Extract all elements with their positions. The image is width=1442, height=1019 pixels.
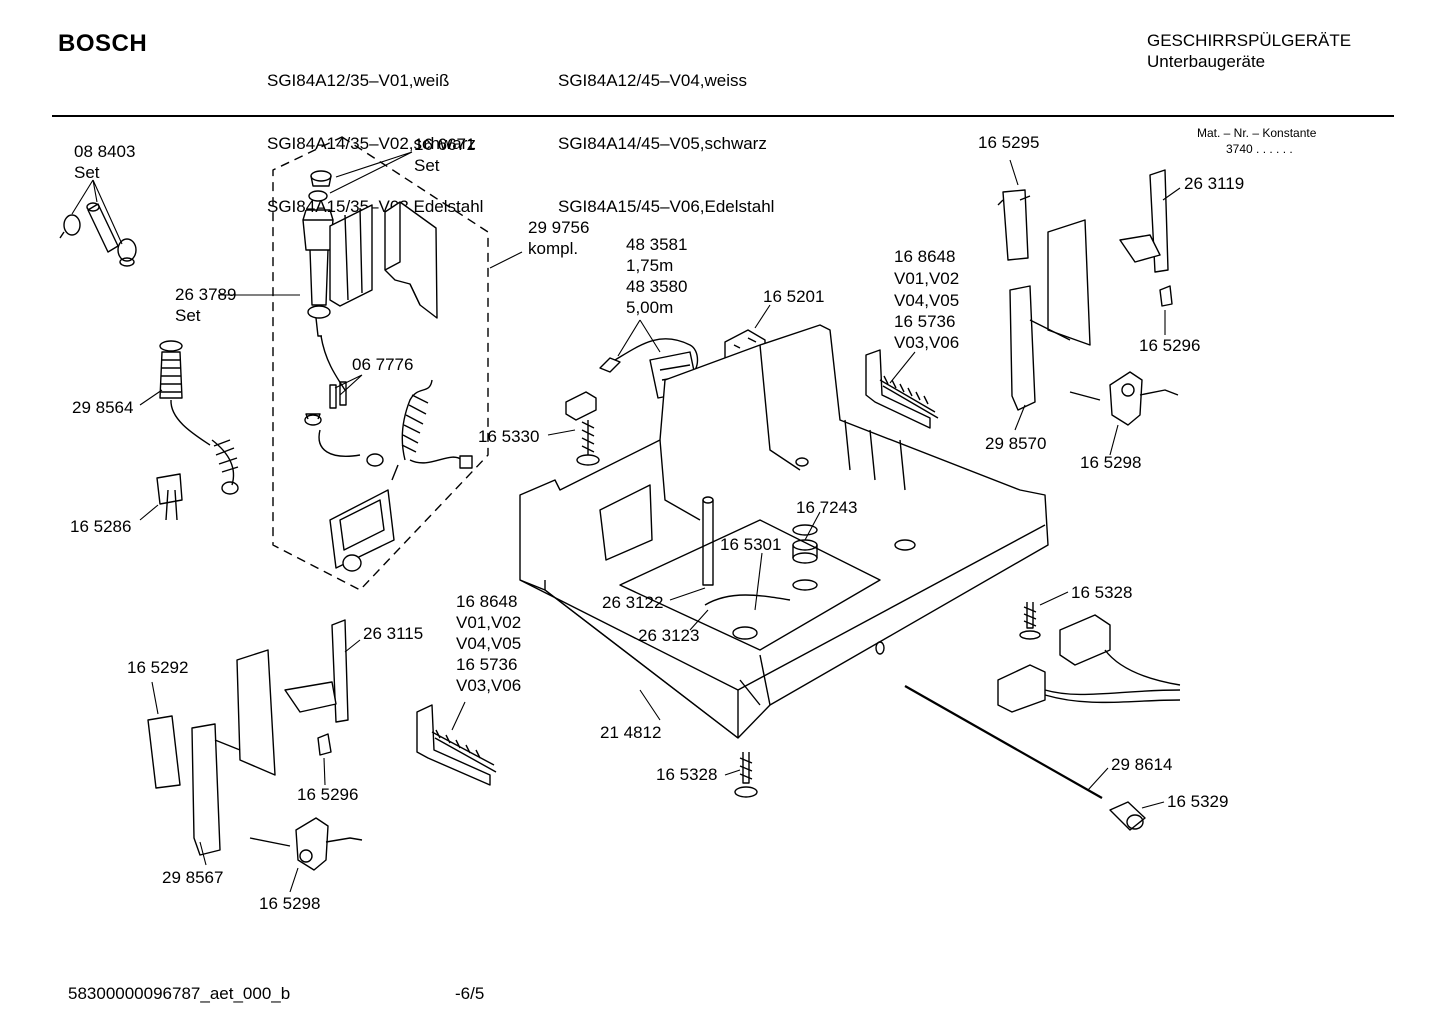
label-298570: 29 8570 <box>985 434 1046 453</box>
material-label: Mat. – Nr. – Konstante <box>1197 126 1317 140</box>
category-block: GESCHIRRSPÜLGERÄTE Unterbaugeräte <box>1147 30 1351 72</box>
label-263123: 26 3123 <box>638 626 699 645</box>
label-067776: 06 7776 <box>352 355 413 374</box>
leader-lines <box>71 151 1181 893</box>
clip-part <box>156 473 183 521</box>
label-165292: 16 5292 <box>127 658 188 677</box>
hinge-cover-right-part <box>997 189 1031 261</box>
spring-bracket-right-part <box>865 349 939 429</box>
model-line: SGI84A12/35–V01,weiß <box>267 71 450 90</box>
label-165328-upper: 16 5328 <box>1071 583 1132 602</box>
hinge-cover-left-part <box>147 715 181 789</box>
plug-connector-part <box>997 614 1181 713</box>
label-298614: 29 8614 <box>1111 755 1172 774</box>
model-line: SGI84A12/45–V04,weiss <box>558 71 748 90</box>
document-id: 58300000096787_aet_000_b <box>68 984 291 1003</box>
model-list-2: SGI84A12/45–V04,weiss SGI84A14/45–V05,sc… <box>558 28 774 238</box>
model-line: SGI84A14/45–V05,schwarz <box>558 134 767 153</box>
label-165298-lower: 16 5298 <box>259 894 320 913</box>
page-number: -6/5 <box>455 984 485 1003</box>
base-tub-part <box>519 324 1049 739</box>
brand-logo: BOSCH <box>58 30 148 57</box>
coiled-hose-part <box>318 379 473 481</box>
knob-part <box>1109 801 1146 831</box>
softener-cover-part <box>384 201 438 319</box>
model-line: SGI84A15/35–V03,Edelstahl <box>267 197 484 216</box>
label-165328-lower: 16 5328 <box>656 765 717 784</box>
label-165330: 16 5330 <box>478 427 539 446</box>
label-165329: 16 5329 <box>1167 792 1228 811</box>
hinge-arm-left-part <box>284 619 349 723</box>
model-line: SGI84A14/35–V02,schwarz <box>267 134 476 153</box>
hose-clamp-set-part <box>59 202 137 267</box>
header-divider <box>52 115 1394 117</box>
label-165201: 16 5201 <box>763 287 824 306</box>
label-165295: 16 5295 <box>978 133 1039 152</box>
switch-part <box>565 391 600 466</box>
float-cable-part <box>704 594 791 640</box>
model-line: SGI84A15/45–V06,Edelstahl <box>558 197 775 216</box>
label-165286: 16 5286 <box>70 517 131 536</box>
label-167243: 16 7243 <box>796 498 857 517</box>
hinge-arm-right-part <box>1119 169 1169 273</box>
screw-upper-part <box>1019 602 1041 640</box>
label-298564: 29 8564 <box>72 398 133 417</box>
spring-bracket-left-part <box>416 704 497 786</box>
screw-lower-part <box>734 752 758 798</box>
category-subtitle: Unterbaugeräte <box>1147 52 1266 71</box>
model-list-1: SGI84A12/35–V01,weiß SGI84A14/35–V02,sch… <box>267 28 483 238</box>
label-165298-upper: 16 5298 <box>1080 453 1141 472</box>
cable-harness-part <box>599 338 699 399</box>
hinge-plate-right-part <box>1009 219 1091 411</box>
assembly-boundary <box>272 136 489 591</box>
material-value: 3740 . . . . . . <box>1226 142 1293 156</box>
small-latch-right-part <box>1159 285 1173 307</box>
label-298567: 29 8567 <box>162 868 223 887</box>
label-263119: 26 3119 <box>1184 174 1244 193</box>
label-214812: 21 4812 <box>600 723 661 742</box>
small-connector-part <box>304 381 347 426</box>
door-spring-holder-right-part <box>1069 371 1179 426</box>
door-spring-holder-left-part <box>249 817 363 871</box>
softener-housing-part <box>329 204 373 307</box>
shaft-part <box>702 496 714 586</box>
rod-part <box>904 685 1103 799</box>
material-number-block: Mat. – Nr. – Konstante 3740 . . . . . . <box>1197 125 1316 157</box>
small-latch-left-part <box>317 733 332 756</box>
label-165296-upper: 16 5296 <box>1139 336 1200 355</box>
hose-spring-part <box>159 340 239 495</box>
label-263122: 26 3122 <box>602 593 663 612</box>
label-263115: 26 3115 <box>363 624 423 643</box>
category-title: GESCHIRRSPÜLGERÄTE <box>1147 31 1352 50</box>
label-165301: 16 5301 <box>720 535 781 554</box>
hinge-plate-left-part <box>191 649 276 856</box>
sensor-plate-part <box>329 489 395 572</box>
label-165296-lower: 16 5296 <box>297 785 358 804</box>
